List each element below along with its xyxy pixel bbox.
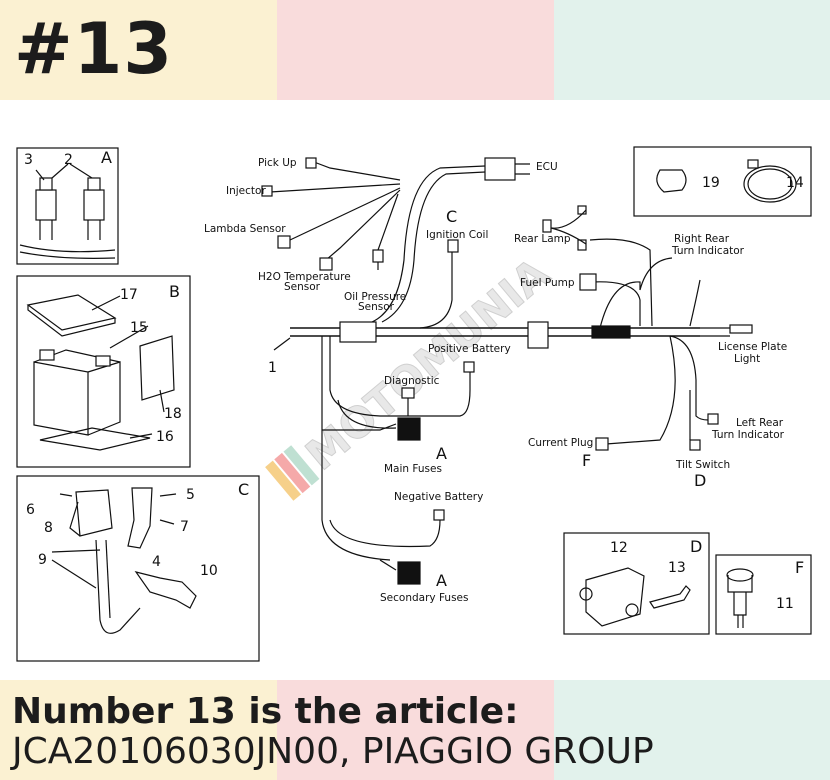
inset-box-a	[16, 147, 119, 265]
letter-f-harness: F	[582, 451, 591, 470]
part-number-15: 15	[130, 320, 148, 336]
label-fuel-pump: Fuel Pump	[520, 277, 575, 289]
label-ignition-coil: Ignition Coil	[426, 229, 488, 241]
letter-a-box: A	[101, 148, 112, 167]
label-h2o-sensor-2: Sensor	[284, 281, 321, 293]
wiring-diagram: MOTOMUNIA	[16, 146, 812, 662]
label-right-rear-1: Right Rear	[674, 233, 730, 245]
part-number-1: 1	[268, 360, 277, 376]
diagram-labels: Pick Up Injector Lambda Sensor H2O Tempe…	[204, 157, 787, 604]
article-caption-code: JCA20106030JN00, PIAGGIO GROUP	[12, 731, 654, 772]
part-number-19: 19	[702, 175, 720, 191]
label-tilt-switch: Tilt Switch	[675, 459, 730, 471]
article-number-heading: #13	[14, 8, 174, 90]
label-diagnostic: Diagnostic	[384, 375, 440, 387]
label-pick-up: Pick Up	[258, 157, 297, 169]
part-number-3: 3	[24, 152, 33, 168]
inset-box-clamps	[633, 146, 812, 217]
part-number-18: 18	[164, 406, 182, 422]
part-number-10: 10	[200, 563, 218, 579]
part-number-7: 7	[180, 519, 189, 535]
part-number-16: 16	[156, 429, 174, 445]
header-band	[0, 0, 830, 100]
part-number-9: 9	[38, 552, 47, 568]
label-oil-sensor-2: Sensor	[358, 301, 395, 313]
inset-box-f	[715, 554, 812, 635]
letter-b-box: B	[169, 282, 180, 301]
part-number-4: 4	[152, 554, 161, 570]
inset-box-c	[16, 475, 260, 662]
part-number-14: 14	[786, 175, 804, 191]
letter-a-main-fuses: A	[436, 444, 447, 463]
article-caption-title: Number 13 is the article:	[12, 691, 519, 732]
part-number-13: 13	[668, 560, 686, 576]
part-number-5: 5	[186, 487, 195, 503]
inset-box-d	[563, 532, 710, 635]
label-main-fuses: Main Fuses	[384, 463, 442, 475]
label-right-rear-2: Turn Indicator	[671, 245, 745, 257]
label-left-rear-1: Left Rear	[736, 417, 784, 429]
part-number-12: 12	[610, 540, 628, 556]
label-ecu: ECU	[536, 161, 558, 173]
label-positive-battery: Positive Battery	[428, 343, 511, 355]
part-number-11: 11	[776, 596, 794, 612]
label-h2o-sensor-1: H2O Temperature	[258, 271, 351, 283]
part-numbers: 3 2 17 15 18 16 1 5 6 8 7 9 4 10 19 14 1…	[24, 152, 804, 612]
label-rear-lamp: Rear Lamp	[514, 233, 571, 245]
letter-c-harness: C	[446, 207, 457, 226]
label-injector: Injector	[226, 185, 266, 197]
letter-d-box: D	[690, 537, 702, 556]
letter-c-box: C	[238, 480, 249, 499]
part-number-17: 17	[120, 287, 138, 303]
part-number-8: 8	[44, 520, 53, 536]
label-license-1: License Plate	[718, 341, 787, 353]
label-current-plug: Current Plug	[528, 437, 593, 449]
letter-a-secondary-fuses: A	[436, 571, 447, 590]
label-lambda-sensor: Lambda Sensor	[204, 223, 286, 235]
part-number-6: 6	[26, 502, 35, 518]
label-left-rear-2: Turn Indicator	[711, 429, 785, 441]
label-oil-sensor-1: Oil Pressure	[344, 291, 406, 303]
label-negative-battery: Negative Battery	[394, 491, 483, 503]
letter-f-box: F	[795, 558, 804, 577]
label-license-2: Light	[734, 353, 760, 365]
footer-band	[0, 680, 830, 780]
inset-box-b	[16, 275, 191, 468]
part-number-2: 2	[64, 152, 73, 168]
label-secondary-fuses: Secondary Fuses	[380, 592, 468, 604]
section-letters: A B C C A A F D D F	[101, 148, 804, 590]
letter-d-harness: D	[694, 471, 706, 490]
